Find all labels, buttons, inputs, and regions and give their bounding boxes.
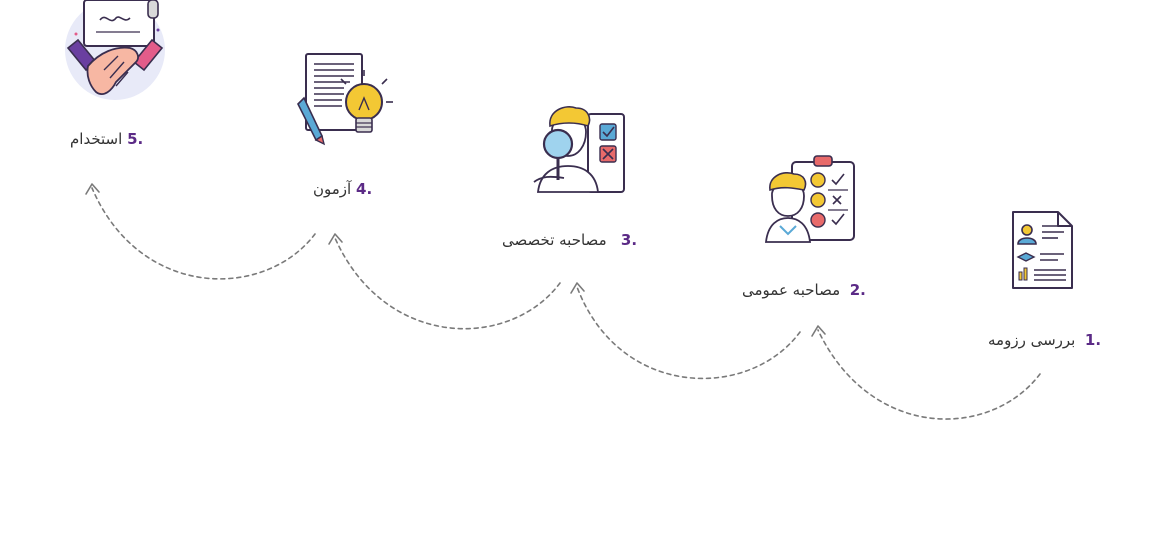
arrowhead-5 bbox=[85, 183, 100, 195]
connector-1-to-2 bbox=[817, 329, 1041, 420]
step-5-text: استخدام bbox=[70, 130, 123, 148]
resume-icon bbox=[1012, 211, 1073, 289]
step-3-text: مصاحبه تخصصی bbox=[502, 231, 607, 249]
step-5-number: 5 bbox=[127, 130, 138, 148]
test-idea-icon bbox=[297, 53, 393, 146]
step-3-label: مصاحبه تخصصی 3. bbox=[502, 231, 638, 249]
arrowhead-3 bbox=[570, 282, 585, 294]
magnifier-review-icon bbox=[533, 106, 625, 193]
handshake-contract-icon bbox=[65, 0, 165, 100]
step-4-number: 4 bbox=[356, 180, 367, 198]
step-2-text: مصاحبه عمومی bbox=[742, 281, 841, 299]
step-5-label: استخدام 5. bbox=[70, 130, 144, 148]
step-4-text: آزمون bbox=[313, 180, 352, 198]
step-4-label: آزمون 4. bbox=[313, 180, 373, 198]
step-2-label: مصاحبه عمومی 2. bbox=[742, 281, 866, 299]
clipboard-survey-icon bbox=[764, 155, 855, 243]
arrowhead-4 bbox=[328, 233, 343, 245]
step-1-number: 1 bbox=[1084, 331, 1096, 349]
connector-3-to-4 bbox=[334, 237, 561, 330]
step-1-label: بررسی رزومه 1. bbox=[988, 331, 1102, 349]
connector-4-to-5 bbox=[91, 187, 316, 280]
step-1-text: بررسی رزومه bbox=[988, 331, 1076, 349]
arrowhead-2 bbox=[811, 325, 826, 337]
connector-2-to-3 bbox=[576, 286, 801, 380]
step-3-number: 3 bbox=[620, 231, 632, 249]
step-2-number: 2 bbox=[849, 281, 861, 299]
